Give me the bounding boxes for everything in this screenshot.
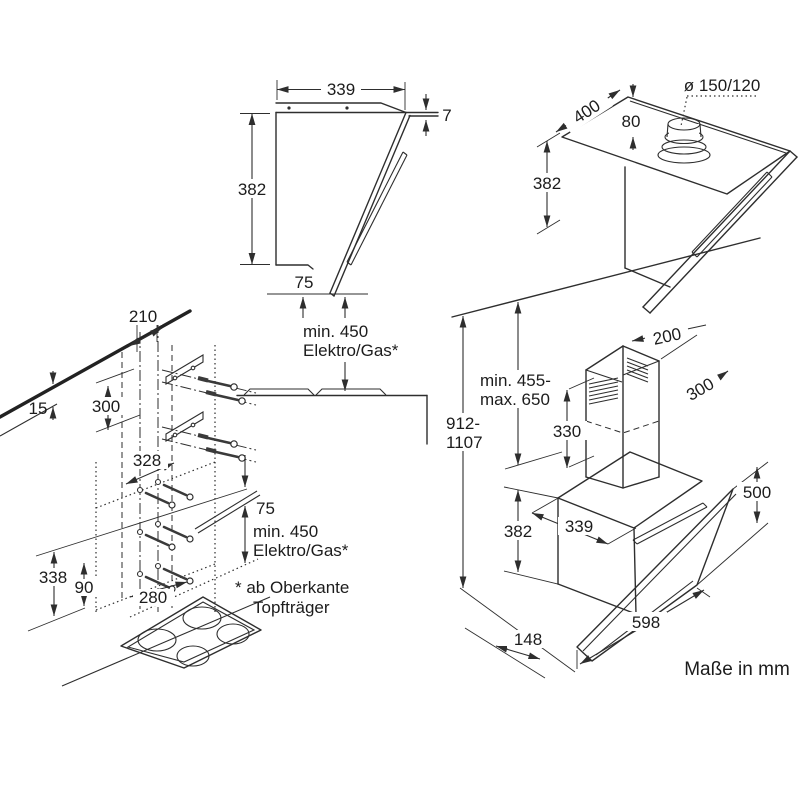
chimney	[585, 345, 660, 489]
dim-body-height-installed-label: 382	[504, 522, 532, 541]
dim-glass-width: 598	[576, 587, 711, 669]
dim-bottom-inset: 75	[267, 273, 368, 318]
dim-ceiling-offset: 210	[124, 307, 163, 347]
glass-panel-3d	[642, 150, 798, 314]
dim-lower-height: 338	[32, 552, 74, 616]
dim-top-width: 339	[276, 80, 406, 110]
dim-bottom-inset-label: 75	[295, 273, 314, 292]
dim-lower-hole-width-label: 280	[139, 588, 167, 607]
dim-bracket-spacing-label: 300	[92, 397, 120, 416]
dim-glass-height: 500	[696, 461, 778, 586]
cooktop-perspective	[120, 596, 262, 669]
wall-offset-line	[0, 403, 58, 437]
dim-chimney-section: 330	[548, 377, 595, 468]
dim-upper-hole-width-label: 328	[133, 451, 161, 470]
chimney-joint-line	[585, 420, 660, 434]
dim-lower-offset: 90	[70, 563, 98, 606]
cooktop-side-view	[236, 388, 428, 445]
footnote: * ab Oberkante Topfträger	[235, 578, 349, 617]
dim-body-depth-installed: 339	[531, 496, 637, 545]
dim-total-height: 912- 1107	[443, 316, 485, 588]
dim-chimney-range: min. 455- max. 650	[477, 302, 563, 470]
hood-bottom-edge	[275, 264, 314, 270]
dim-wall-clearance: 15	[29, 371, 57, 420]
clearance-min-label: min. 450	[303, 322, 368, 341]
side-view-drawing: 339 7 382 75 min. 450 Elektro/Gas*	[231, 80, 452, 445]
mounting-bracket-lower	[165, 411, 204, 442]
dim-hood-overlap-label: 75	[256, 499, 275, 518]
installed-drawing: 912- 1107 min. 455- max. 650 330 200	[443, 237, 778, 679]
dim-height-3d: 382	[526, 132, 568, 235]
glass-panel-side	[329, 111, 439, 297]
clearance-note-mounting: min. 450 Elektro/Gas*	[241, 506, 349, 563]
dim-glass-width-label: 598	[632, 613, 660, 632]
duct-collar	[657, 117, 711, 164]
vent-grille-left	[588, 377, 619, 405]
dim-height: 382	[231, 113, 273, 265]
footnote-line2: Topfträger	[253, 598, 330, 617]
dim-chimney-width-label: 200	[651, 324, 683, 348]
dim-hood-overlap: 75	[241, 455, 275, 518]
dim-body-depth-installed-label: 339	[565, 517, 593, 536]
dim-wall-depth: 148	[459, 587, 576, 679]
topftraeger-ref-line	[129, 558, 259, 618]
dim-ceiling-offset-label: 210	[129, 307, 157, 326]
vent-grille-right	[626, 357, 649, 383]
hood-mount-ref-line	[35, 488, 248, 557]
mounting-drawing: 210 15	[0, 307, 349, 687]
dim-bracket-spacing: 300	[86, 368, 141, 433]
dim-duct-offset: 80	[622, 84, 641, 150]
ceiling-line-right	[451, 237, 761, 318]
counter-edge-line	[61, 596, 271, 687]
units-note: Maße in mm	[684, 659, 790, 680]
dim-wall-depth-label: 148	[514, 630, 542, 649]
hood-top-edge	[275, 102, 407, 114]
duct-diameter-label: ø 150/120	[684, 76, 761, 95]
bracket-screws	[161, 369, 257, 463]
dim-total-height-label1: 912-	[446, 414, 480, 433]
dim-chimney-range-label2: max. 650	[480, 390, 550, 409]
dim-glass-overhang: 7	[422, 94, 452, 136]
dim-top-width-label: 339	[327, 80, 355, 99]
dim-height-3d-label: 382	[533, 174, 561, 193]
dim-glass-overhang-label: 7	[442, 106, 451, 125]
dim-glass-height-label: 500	[743, 483, 771, 502]
mount-clearance-min-label: min. 450	[253, 522, 318, 541]
mount-clearance-type-label: Elektro/Gas*	[253, 541, 349, 560]
dim-total-height-label2: 1107	[446, 433, 483, 452]
dim-wall-clearance-label: 15	[29, 399, 48, 418]
dim-lower-offset-label: 90	[75, 578, 94, 597]
perspective-drawing: ø 150/120 400 80 382	[526, 76, 798, 314]
dim-lower-hole-width: 280	[129, 581, 188, 607]
footnote-line1: * ab Oberkante	[235, 578, 349, 597]
dim-chimney-section-label: 330	[553, 422, 581, 441]
dim-lower-height-label: 338	[39, 568, 67, 587]
dim-duct-offset-label: 80	[622, 112, 641, 131]
dim-depth-400: 400	[555, 89, 621, 134]
dim-upper-hole-width: 328	[125, 451, 175, 485]
dim-chimney-depth: 300	[660, 334, 729, 408]
mounting-bracket-upper	[165, 354, 204, 385]
clearance-type-label: Elektro/Gas*	[303, 341, 399, 360]
dim-chimney-range-label1: min. 455-	[480, 371, 551, 390]
duct-diameter-note: ø 150/120	[680, 76, 761, 127]
dim-height-label: 382	[238, 180, 266, 199]
clearance-note-side: min. 450 Elektro/Gas*	[303, 322, 399, 391]
dim-body-height-installed: 382	[498, 486, 559, 585]
